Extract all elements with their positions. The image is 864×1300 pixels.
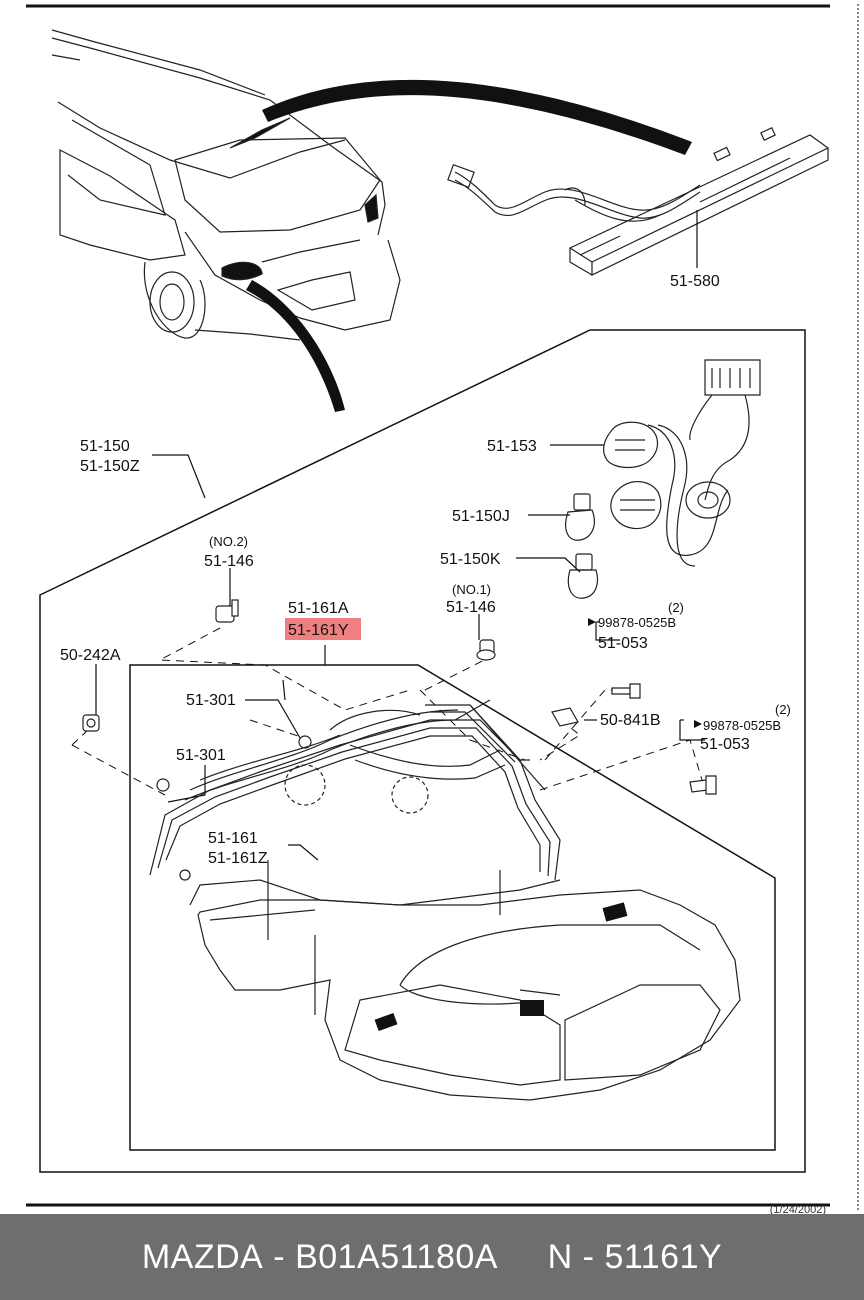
leader-lines — [95, 210, 705, 861]
label-no1: (NO.1) — [452, 582, 491, 597]
lens-markings — [374, 902, 628, 1032]
label-qty-2: (2) — [775, 702, 791, 717]
label-51-301-lower: 51-301 — [176, 747, 226, 764]
date-stamp: (1/24/2002) — [769, 1204, 826, 1216]
lamp-lens — [197, 889, 741, 1101]
socket-and-bulbs — [565, 359, 761, 599]
lamp-housing — [149, 699, 561, 940]
label-51-150k: 51-150K — [440, 551, 501, 568]
label-99878-0525b-2: 99878-0525B — [703, 718, 781, 733]
high-mount-stop-lamp — [447, 127, 830, 276]
label-51-161z: 51-161Z — [208, 850, 268, 867]
label-51-150j: 51-150J — [452, 508, 510, 525]
footer-brand: MAZDA — [141, 1237, 264, 1276]
label-qty-1: (2) — [668, 600, 684, 615]
label-51-161a: 51-161A — [288, 600, 349, 617]
label-51-150: 51-150 — [80, 438, 130, 455]
footer-part-number: B01A51180A — [295, 1237, 498, 1276]
label-99878-0525b-1: 99878-0525B — [598, 615, 676, 630]
label-51-161y-selected: 51-161Y — [288, 622, 349, 639]
label-51-053-1: 51-053 — [598, 635, 648, 652]
label-51-301-upper: 51-301 — [186, 692, 236, 709]
footer-n-value: 51161Y — [604, 1237, 723, 1276]
footer-separator-2: - — [572, 1237, 605, 1276]
callout-swoosh — [246, 79, 692, 412]
footer-n-label: N — [547, 1237, 573, 1276]
label-51-153: 51-153 — [487, 438, 537, 455]
label-51-053-2: 51-053 — [700, 736, 750, 753]
part-footer: MAZDA - B01A51180A N - 51161Y — [0, 1214, 864, 1300]
label-50-242a: 50-242A — [60, 647, 121, 664]
footer-separator: - — [263, 1237, 296, 1276]
part-labels: 51-580 51-150 51-150Z 51-153 51-150J 51-… — [60, 273, 791, 867]
label-50-841b: 50-841B — [600, 712, 661, 729]
label-51-580: 51-580 — [670, 273, 720, 290]
label-51-150z: 51-150Z — [80, 458, 140, 475]
frame — [26, 4, 859, 1212]
label-51-161: 51-161 — [208, 830, 258, 847]
fasteners — [82, 599, 717, 795]
car-illustration — [51, 29, 401, 341]
assembly-boundary — [39, 329, 806, 1173]
footer-gap — [498, 1238, 548, 1277]
label-51-146-no2: 51-146 — [204, 553, 254, 570]
label-51-146-no1: 51-146 — [446, 599, 496, 616]
selected-part-highlight — [285, 618, 361, 640]
label-no2: (NO.2) — [209, 534, 248, 549]
spec-arrows — [588, 618, 702, 728]
